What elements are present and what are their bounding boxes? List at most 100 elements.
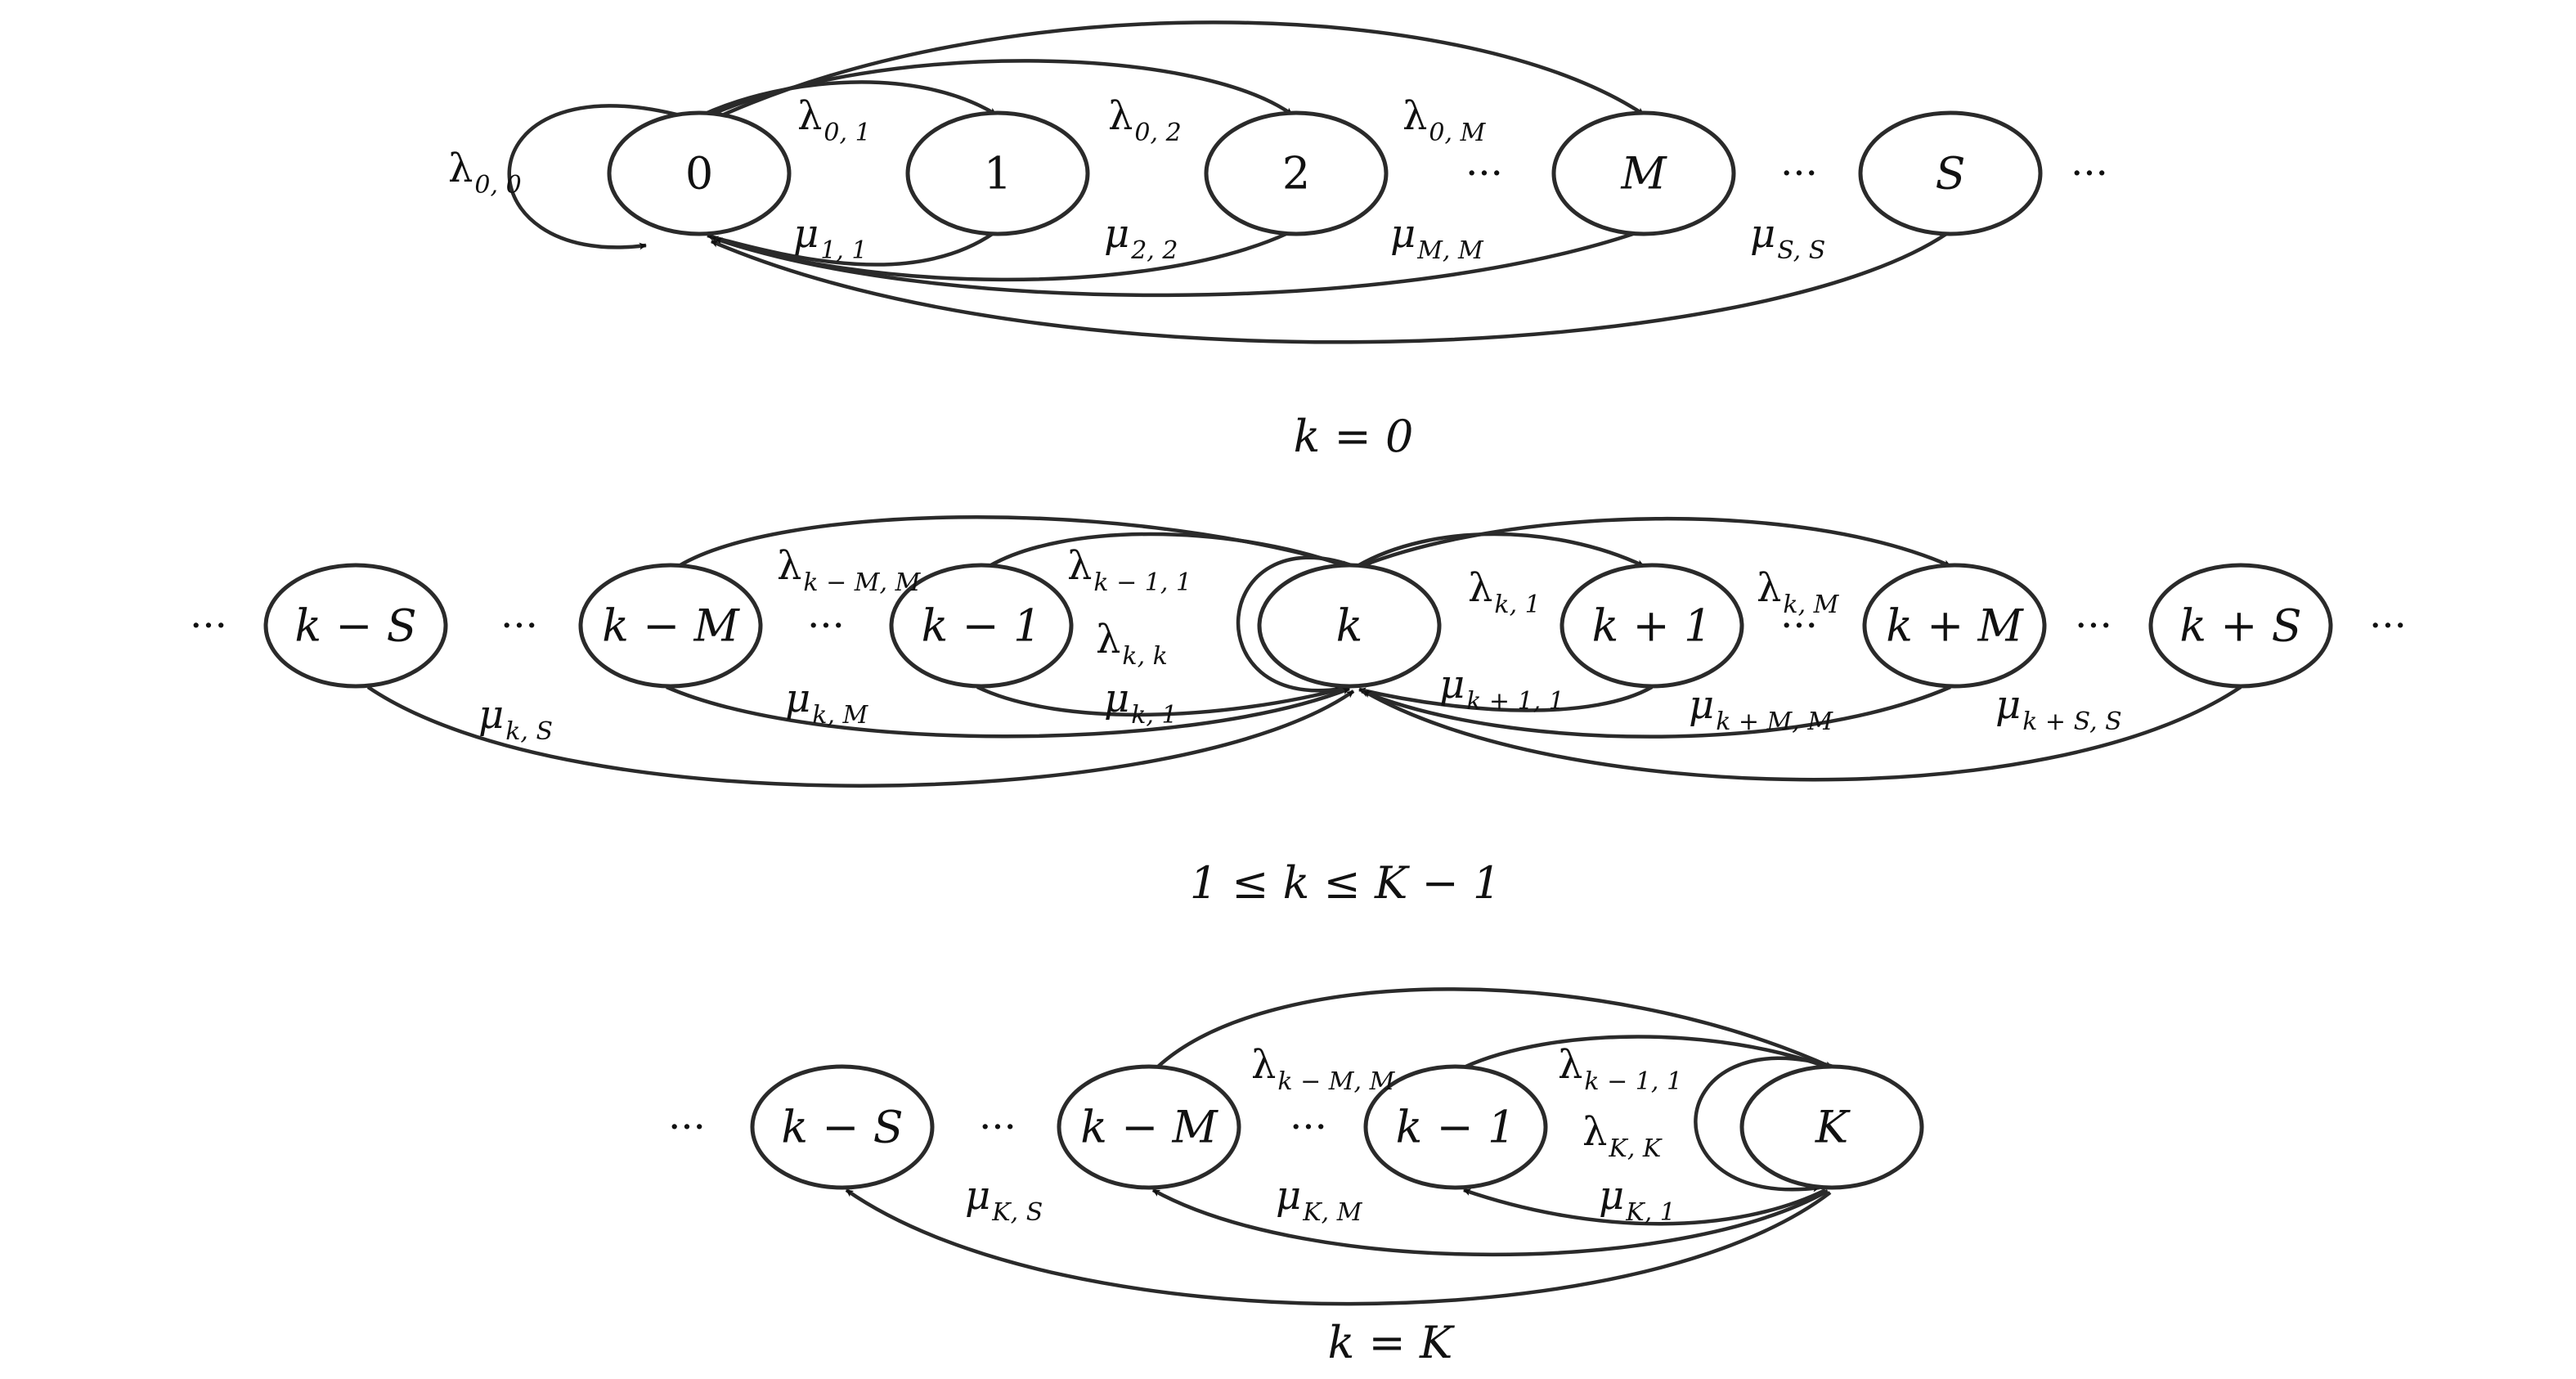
- state-node: k − M: [1057, 1064, 1241, 1190]
- arrival-rate-label: λ0, 1: [797, 93, 871, 147]
- state-ellipse: [1363, 1064, 1548, 1190]
- rate-symbol: μ: [1104, 676, 1129, 721]
- arrival-rate-label: λk, 1: [1468, 565, 1541, 619]
- transition-arrow: [976, 685, 1350, 717]
- ellipsis-dots: ···: [1780, 150, 1818, 196]
- service-rate-label: μ1, 1: [793, 211, 867, 265]
- state-ellipse: [1560, 563, 1744, 689]
- transition-arrow: [1356, 532, 1645, 568]
- state-label: 1: [984, 148, 1012, 200]
- state-ellipse: [889, 563, 1074, 689]
- rate-subscript: 2, 2: [1130, 236, 1178, 265]
- transition-arrow: [1236, 555, 1354, 694]
- transition-arrow: [707, 231, 995, 267]
- state-ellipse: [607, 110, 792, 236]
- rate-symbol: λ: [1757, 565, 1781, 611]
- rate-subscript: 0, 1: [824, 119, 870, 147]
- transition-arrow: [1694, 1056, 1837, 1193]
- state-label: k − S: [781, 1102, 903, 1153]
- rate-symbol: λ: [1402, 93, 1427, 139]
- state-label: k + S: [2179, 600, 2301, 652]
- transition-arrow: [1362, 685, 2242, 782]
- state-ellipse: [1551, 110, 1736, 236]
- rate-subscript: k + M, M: [1716, 707, 1833, 736]
- rate-symbol: λ: [1582, 1109, 1607, 1155]
- panel-caption: k = K: [1328, 1317, 1455, 1368]
- service-rate-label: μM, M: [1390, 211, 1484, 265]
- service-rate-label: μS, S: [1750, 211, 1825, 265]
- rate-symbol: λ: [1558, 1042, 1582, 1088]
- panel-caption: k = 0: [1294, 411, 1414, 462]
- transition-arrow: [1463, 1035, 1829, 1070]
- service-rate-label: μk + S, S: [1995, 682, 2122, 736]
- ellipsis-dots: ···: [668, 1104, 706, 1150]
- state-label: k: [1336, 600, 1363, 652]
- arrival-rate-label: λ0, 0: [448, 146, 522, 200]
- transition-arrow: [1463, 1188, 1826, 1226]
- ellipsis-dots: ···: [1290, 1104, 1327, 1150]
- rate-subscript: 0, 2: [1134, 119, 1181, 147]
- rate-symbol: μ: [793, 211, 819, 257]
- state-label: k − 1: [922, 600, 1042, 652]
- state-node: k − M: [578, 563, 763, 689]
- transition-arrow: [715, 231, 1636, 298]
- rate-subscript: k, k: [1122, 642, 1167, 671]
- state-label: k − 1: [1396, 1102, 1516, 1153]
- arrival-rate-label: λk, M: [1757, 565, 1840, 619]
- arrival-rate-label: λk − 1, 1: [1067, 543, 1192, 597]
- state-label: 0: [685, 148, 713, 200]
- state-ellipse: [1257, 563, 1442, 689]
- state-node: k + S: [2148, 563, 2333, 689]
- state-node: k: [1257, 563, 1442, 689]
- panel-caption: 1 ≤ k ≤ K − 1: [1190, 857, 1501, 909]
- ellipsis-dots: ···: [500, 603, 538, 649]
- transition-arrow: [711, 232, 1948, 344]
- rate-subscript: 0, M: [1429, 119, 1486, 147]
- arrival-rate-label: λk, k: [1096, 617, 1168, 671]
- rate-symbol: μ: [1276, 1173, 1301, 1219]
- state-node: k − S: [750, 1064, 935, 1190]
- arrival-rate-label: λ0, M: [1402, 93, 1487, 147]
- state-node: M: [1551, 110, 1736, 236]
- rate-symbol: μ: [1104, 211, 1129, 257]
- rate-symbol: λ: [1251, 1042, 1276, 1088]
- rate-symbol: λ: [1096, 617, 1120, 663]
- arrival-rate-label: λK, K: [1582, 1109, 1663, 1163]
- state-ellipse: [1858, 110, 2043, 236]
- transition-arrow: [1361, 517, 1951, 568]
- transition-arrow: [1361, 685, 1951, 739]
- service-rate-label: μK, M: [1276, 1173, 1363, 1227]
- rate-subscript: M, M: [1416, 236, 1484, 265]
- rate-subscript: S, S: [1777, 236, 1825, 265]
- arrival-rate-label: λk − M, M: [777, 543, 922, 597]
- rate-subscript: k, S: [505, 717, 553, 746]
- transition-arrow: [1358, 685, 1654, 712]
- rate-subscript: k + S, S: [2022, 707, 2122, 736]
- ellipsis-dots: ···: [1780, 603, 1818, 649]
- service-rate-label: μk + 1, 1: [1439, 662, 1564, 716]
- service-rate-label: μk, 1: [1104, 676, 1178, 730]
- state-label: K: [1815, 1102, 1851, 1153]
- rate-subscript: 1, 1: [820, 236, 867, 265]
- ellipsis-dots: ···: [2075, 603, 2112, 649]
- state-label: k + M: [1886, 600, 2024, 652]
- arrival-rate-label: λk − 1, 1: [1558, 1042, 1682, 1096]
- state-ellipse: [1739, 1064, 1924, 1190]
- state-node: k + 1: [1560, 563, 1744, 689]
- ellipsis-dots: ···: [807, 603, 845, 649]
- rate-subscript: k, M: [1783, 591, 1839, 619]
- arrival-rate-label: λ0, 2: [1108, 93, 1182, 147]
- rate-symbol: μ: [1750, 211, 1775, 257]
- state-ellipse: [263, 563, 448, 689]
- state-label: k − M: [1080, 1102, 1218, 1153]
- service-rate-label: μ2, 2: [1104, 211, 1178, 265]
- state-node: 0: [607, 110, 792, 236]
- state-ellipse: [2148, 563, 2333, 689]
- state-ellipse: [750, 1064, 935, 1190]
- service-rate-label: μk + M, M: [1689, 682, 1833, 736]
- rate-symbol: λ: [777, 543, 801, 589]
- ellipsis-dots: ···: [190, 603, 227, 649]
